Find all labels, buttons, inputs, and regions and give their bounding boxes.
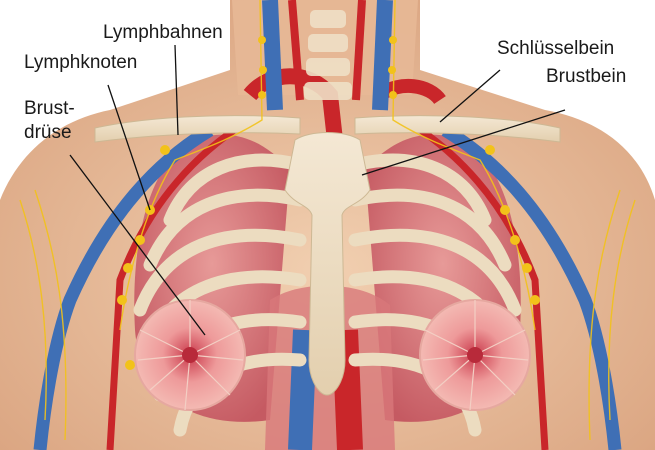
label-brustdruese-line2: drüse — [24, 122, 72, 144]
descending-aorta — [345, 330, 350, 450]
label-lymphknoten: Lymphknoten — [24, 52, 137, 74]
vena-cava — [300, 330, 305, 450]
left-mammary-gland — [135, 300, 245, 410]
label-schluesselbein: Schlüsselbein — [497, 38, 614, 60]
label-brustbein: Brustbein — [546, 66, 626, 88]
jugular-left — [270, 0, 275, 110]
right-mammary-gland — [420, 300, 530, 410]
jugular-right — [380, 0, 385, 110]
label-lymphbahnen: Lymphbahnen — [103, 22, 223, 44]
label-brustdruese-line1: Brust- — [24, 98, 75, 120]
